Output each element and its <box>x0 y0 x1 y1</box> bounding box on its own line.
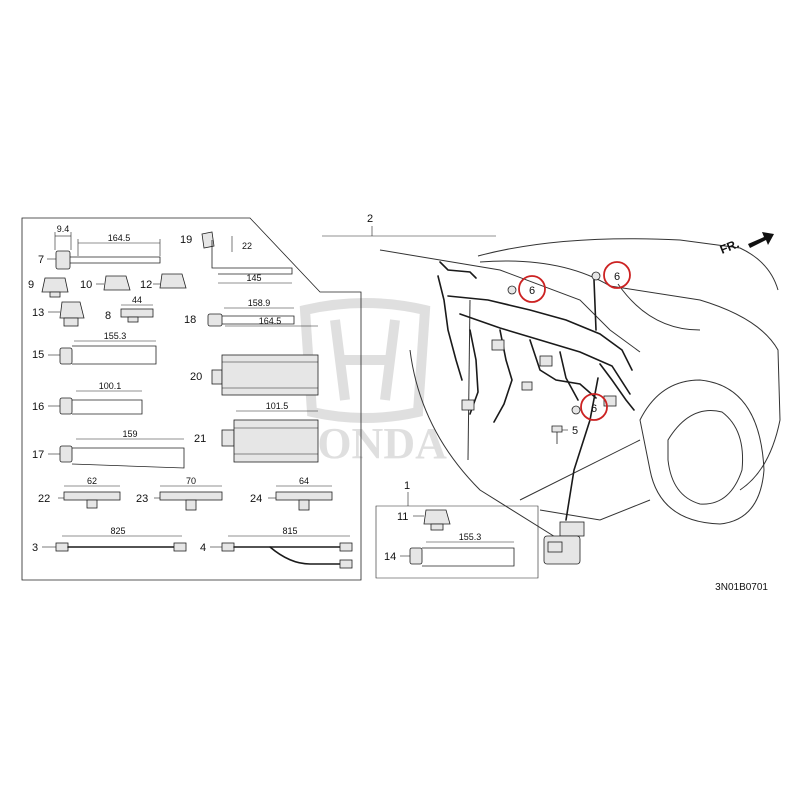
dim-8-length: 44 <box>132 295 142 305</box>
harness-module <box>543 521 585 565</box>
callout-15: 15 <box>32 349 44 361</box>
part-20-protector: 20 164.5 <box>190 316 319 396</box>
callout-7: 7 <box>38 254 44 266</box>
part-13-clip: 13 <box>32 301 85 327</box>
parts-panel-frame <box>21 217 362 581</box>
dim-15-length: 155.3 <box>104 331 127 341</box>
part-3-cable: 3 825 <box>32 526 187 554</box>
dim-3-length: 825 <box>110 526 125 536</box>
dim-20-length: 164.5 <box>259 316 282 326</box>
callout-1: 1 <box>404 480 410 492</box>
part-23-clip: 23 70 <box>136 476 223 511</box>
callout-6-a: 6 <box>529 285 535 297</box>
callout-19: 19 <box>180 234 192 246</box>
dim-23-length: 70 <box>186 476 196 486</box>
callout-21: 21 <box>194 433 206 445</box>
part-24-clip: 24 64 <box>250 476 333 511</box>
dim-24-length: 64 <box>299 476 309 486</box>
callout-2: 2 <box>367 213 373 225</box>
dim-19-height: 22 <box>242 241 252 251</box>
callout-2-bracket: 2 <box>322 213 496 237</box>
front-direction-label: FR. <box>718 237 741 257</box>
dim-18-length: 158.9 <box>248 298 271 308</box>
part-21-protector: 21 101.5 <box>194 401 319 463</box>
dim-17-length: 159 <box>122 429 137 439</box>
part-18-tie: 18 158.9 <box>184 298 295 327</box>
callout-3: 3 <box>32 542 38 554</box>
callout-14: 14 <box>384 551 396 563</box>
callout-16: 16 <box>32 401 44 413</box>
callout-11: 11 <box>397 511 408 523</box>
dim-21-length: 101.5 <box>266 401 289 411</box>
callout-23: 23 <box>136 493 148 505</box>
callout-12: 12 <box>140 279 152 291</box>
callout-24: 24 <box>250 493 262 505</box>
part-22-clip: 22 62 <box>38 476 121 509</box>
arrow-right-icon <box>748 232 774 248</box>
callout-13: 13 <box>32 307 44 319</box>
part-5-bolt: 5 <box>551 425 578 444</box>
subassembly-1-box: 1 11 14 155.3 <box>375 480 539 579</box>
part-16-tie: 16 100.1 <box>32 381 143 415</box>
callout-5: 5 <box>572 425 578 437</box>
front-direction-marker: FR. <box>718 232 774 257</box>
callout-18: 18 <box>184 314 196 326</box>
callout-6-group-b: 6 <box>591 261 631 289</box>
callout-17: 17 <box>32 449 44 461</box>
part-7-clip: 7 9.4 164.5 <box>38 224 161 270</box>
part-15-tie: 15 155.3 <box>32 331 157 365</box>
part-17-tie: 17 159 <box>32 429 185 469</box>
callout-6-c: 6 <box>591 403 597 415</box>
dim-4-length: 815 <box>282 526 297 536</box>
honda-logo-icon <box>299 298 431 423</box>
callout-20: 20 <box>190 371 202 383</box>
vehicle-body-outline <box>379 238 781 541</box>
callout-22: 22 <box>38 493 50 505</box>
callout-6-group-a: 6 <box>507 275 546 303</box>
callout-10: 10 <box>80 279 92 291</box>
callout-6-b: 6 <box>614 271 620 283</box>
part-4-cable: 4 815 <box>200 526 353 569</box>
part-10-clip: 10 <box>80 275 131 291</box>
callout-8: 8 <box>105 310 111 322</box>
callout-6-group-c: 6 <box>571 393 608 421</box>
dim-14-length: 155.3 <box>459 532 482 542</box>
part-8-clip: 8 44 <box>105 295 154 323</box>
callout-9: 9 <box>28 279 34 291</box>
dim-7-length: 164.5 <box>108 233 131 243</box>
dim-7-width: 9.4 <box>57 224 70 234</box>
main-wire-harness <box>437 261 635 521</box>
callout-4: 4 <box>200 542 206 554</box>
dim-22-length: 62 <box>87 476 97 486</box>
diagram-code: 3N01B0701 <box>715 582 768 593</box>
dim-16-length: 100.1 <box>99 381 122 391</box>
part-12-clip: 12 <box>140 273 187 291</box>
part-19-bracket: 19 22 145 <box>180 231 293 284</box>
part-9-clip: 9 <box>28 277 69 298</box>
dim-19-length: 145 <box>246 273 261 283</box>
